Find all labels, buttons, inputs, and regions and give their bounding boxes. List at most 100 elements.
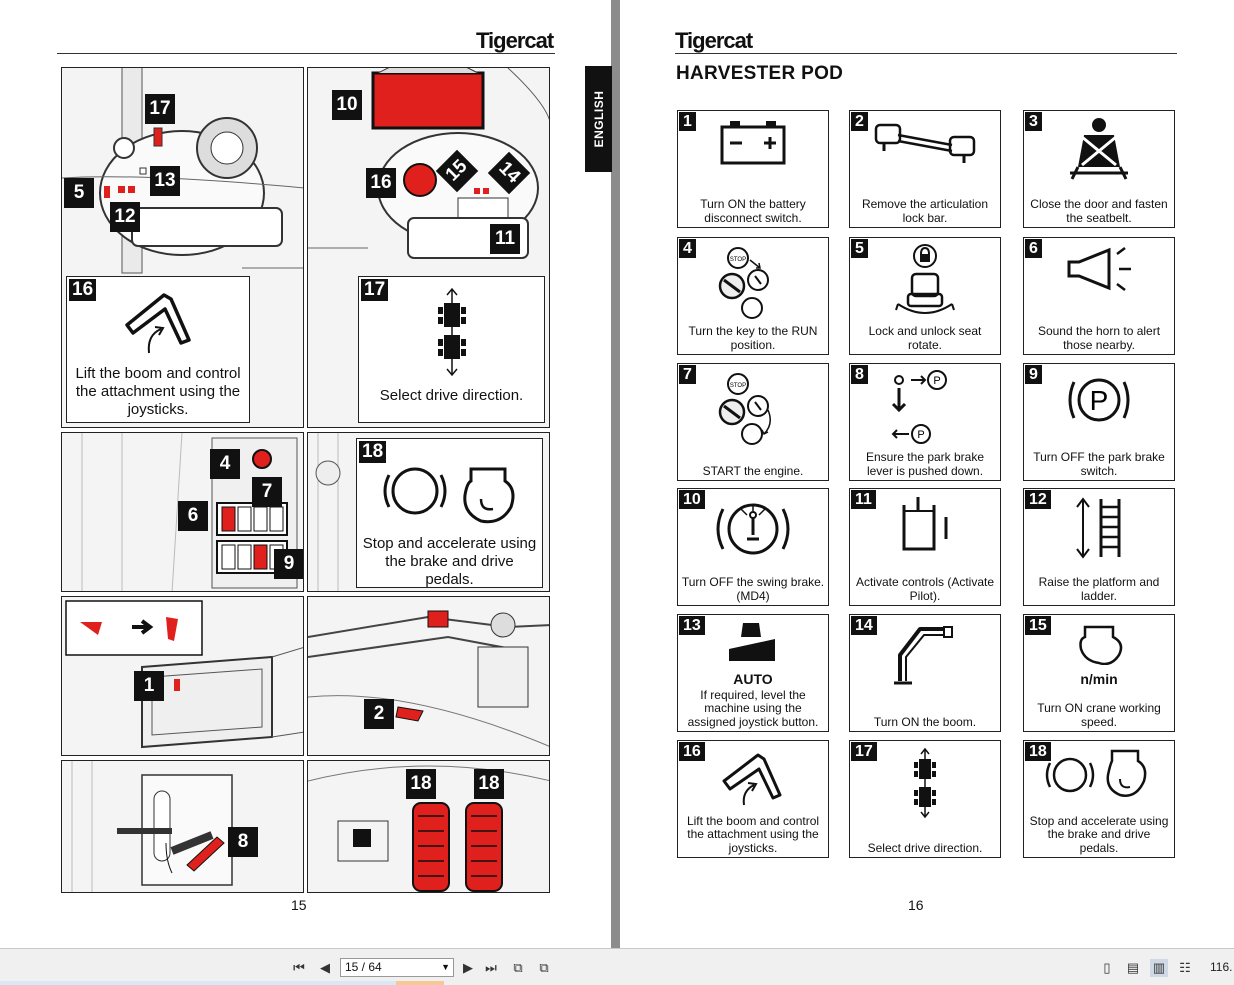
card-text: Turn ON crane working speed.	[1037, 701, 1161, 729]
card-text: Sound the horn to alert those nearby.	[1037, 324, 1161, 352]
svg-text:STOP: STOP	[730, 257, 746, 263]
inset-16-number: 16	[69, 279, 97, 301]
card-number: 11	[851, 490, 876, 509]
callout-5: 5	[64, 178, 94, 208]
card-number: 17	[851, 742, 877, 761]
status-strip	[0, 981, 396, 985]
photo-pedals-inset: 18 Stop and accelerate using the brake a…	[307, 432, 550, 592]
document-viewport[interactable]: Tigercat ENGLISH 17 5 13 12	[0, 0, 1234, 948]
card-number: 5	[851, 239, 868, 258]
joystick-boom-icon	[678, 747, 828, 825]
card-text: Stop and accelerate using the brake and …	[1029, 813, 1169, 855]
auto-level-icon	[678, 621, 828, 699]
key-run-icon: STOP	[678, 244, 828, 322]
inset-17: 17 Select drive direction.	[358, 276, 545, 423]
card-text: Lift the boom and control the attachment…	[686, 813, 820, 855]
card-number: 14	[851, 616, 877, 635]
articulation-lock-bar-icon	[850, 117, 1000, 195]
first-page-button[interactable]: ⏮	[293, 960, 305, 975]
callout-2: 2	[364, 699, 394, 729]
viewer-toolbar: ⏮ ◀ ▶ ⏭ ⧉ ⧉ ▯ ▤ ▥ ☷	[0, 948, 1234, 985]
card-text: If required, level the machine using the…	[687, 687, 819, 729]
callout-18-brake: 18	[406, 769, 436, 799]
header-rule	[57, 53, 555, 54]
boom-icon	[850, 621, 1000, 699]
photo-left-joystick: 17 5 13 12 16 Lift the boom and control …	[61, 67, 304, 428]
crane-speed-icon	[1024, 621, 1174, 699]
photo-battery-disconnect: 1	[61, 596, 304, 756]
card-number: 12	[1025, 490, 1051, 509]
seat-rotate-lock-icon	[850, 244, 1000, 322]
continuous-facing-view-icon[interactable]: ☷	[1179, 960, 1191, 975]
card-number: 6	[1025, 239, 1042, 258]
swing-brake-icon	[678, 495, 828, 573]
callout-10: 10	[332, 90, 362, 120]
inset-17-number: 17	[361, 279, 389, 301]
photo-park-brake-lever: 8	[61, 760, 304, 893]
card-text: Ensure the park brake lever is pushed do…	[865, 450, 985, 478]
park-brake-icon: P	[1024, 370, 1174, 448]
key-start-icon: STOP	[678, 370, 828, 448]
inset-16-text: Lift the boom and control the attachment…	[75, 365, 241, 418]
card-text: Raise the platform and ladder.	[1038, 575, 1160, 603]
next-page-button[interactable]: ▶	[463, 960, 473, 975]
photo-switch-panel: 4 7 6 9	[61, 432, 304, 592]
inset-17-text: Select drive direction.	[379, 387, 524, 404]
continuous-view-icon[interactable]: ▤	[1126, 960, 1140, 975]
seatbelt-icon	[1024, 117, 1174, 195]
svg-text:P: P	[1090, 385, 1109, 416]
brand-logo: Tigercat	[476, 28, 554, 53]
card-number: 9	[1025, 365, 1042, 384]
callout-11: 11	[490, 224, 520, 254]
platform-ladder-icon	[1024, 495, 1174, 573]
card-text: Turn OFF the park brake switch.	[1033, 450, 1165, 478]
zoom-level[interactable]: 116.	[1210, 960, 1233, 974]
page-number-value: 15 / 64	[345, 960, 382, 974]
card-number: 13	[679, 616, 705, 635]
callout-13: 13	[150, 166, 180, 196]
svg-text:P: P	[933, 375, 940, 387]
page-15: Tigercat ENGLISH 17 5 13 12	[0, 0, 612, 948]
callout-12: 12	[110, 202, 140, 232]
chevron-down-icon[interactable]: ▼	[441, 962, 450, 972]
callout-18-drive: 18	[474, 769, 504, 799]
card-icon-label: AUTO	[733, 671, 773, 687]
card-text: Turn OFF the swing brake. (MD4)	[681, 575, 825, 603]
joystick-boom-icon	[125, 293, 191, 354]
card-number: 7	[679, 365, 696, 384]
callout-9: 9	[274, 549, 303, 579]
card-icon-label: n/min	[1080, 671, 1118, 687]
callout-16: 16	[366, 168, 396, 198]
battery-icon	[678, 117, 828, 195]
scroll-indicator	[396, 981, 444, 985]
photo-right-joystick: 10 16 15 14 11 17 Select drive direction…	[307, 67, 550, 428]
inset-18: 18 Stop and accelerate using the brake a…	[356, 438, 543, 588]
card-text: Remove the articulation lock bar.	[861, 197, 989, 225]
last-page-button[interactable]: ⏭	[485, 960, 497, 975]
go-back-view-icon[interactable]: ⧉	[513, 960, 523, 975]
language-tab-label: ENGLISH	[591, 90, 606, 148]
facing-view-icon[interactable]: ▥	[1150, 959, 1168, 977]
card-text: Select drive direction.	[867, 840, 983, 855]
previous-page-button[interactable]: ◀	[320, 960, 330, 975]
card-number: 3	[1025, 112, 1042, 131]
single-page-view-icon[interactable]: ▯	[1103, 960, 1111, 975]
go-forward-view-icon[interactable]: ⧉	[539, 960, 549, 975]
card-text: Turn ON the boom.	[873, 714, 977, 729]
inset-18-number: 18	[359, 441, 387, 463]
activate-pilot-icon	[850, 495, 1000, 573]
callout-1: 1	[134, 671, 164, 701]
page-number-input[interactable]: 15 / 64 ▼	[340, 958, 454, 977]
brake-accelerate-icon	[1024, 747, 1174, 825]
card-text: Turn the key to the RUN position.	[688, 324, 818, 352]
inset-18-text: Stop and accelerate using the brake and …	[362, 535, 537, 588]
